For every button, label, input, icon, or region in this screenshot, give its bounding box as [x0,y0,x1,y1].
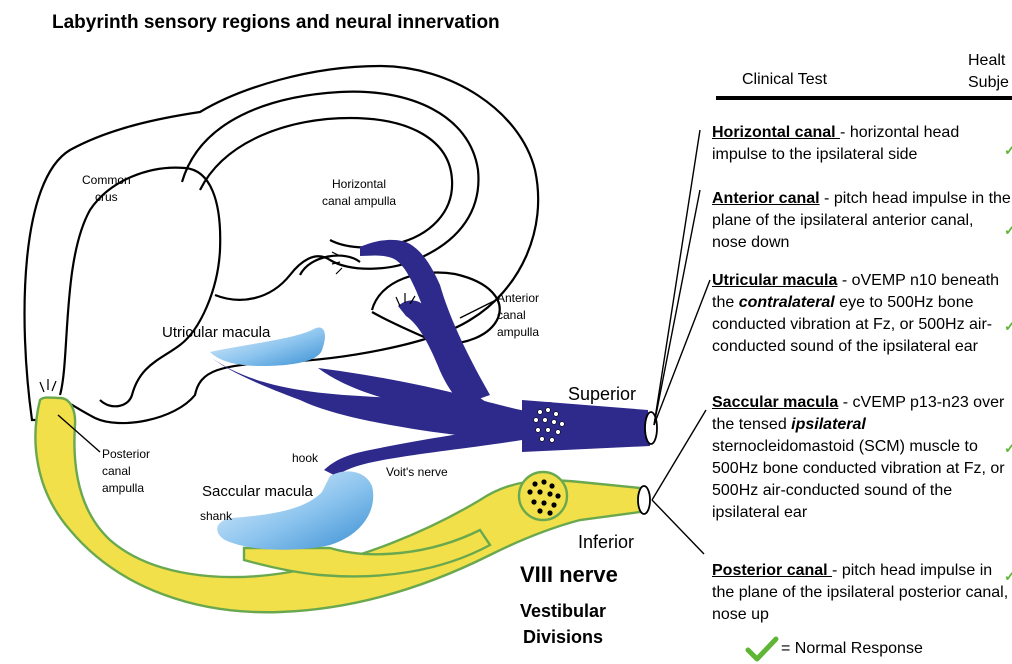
legend-text: = Normal Response [781,640,923,657]
inferior-division [34,396,651,614]
label-inferior: Inferior [578,532,635,552]
label-horizontal-ampulla: Horizontal canal ampulla [322,177,397,208]
inferior-ganglion-dots [527,479,561,516]
test-anterior-canal: Anterior canal - pitch head impulse in t… [712,190,1011,251]
test-description: pitch head impulse in the plane of the i… [712,190,1011,251]
test-name: Horizontal canal [712,124,841,141]
diagram-title: Labyrinth sensory regions and neural inn… [52,12,500,33]
test-description: horizontal head impulse to the ipsilater… [712,124,960,163]
test-utricular-macula: Utricular macula - oVEMP n10 beneath the… [712,272,999,355]
saccular-macula [217,471,374,550]
check-icon: ✓ [1004,440,1012,456]
test-name: Posterior canal [712,562,833,579]
test-horizontal-canal: Horizontal canal - horizontal head impul… [712,124,960,163]
hair-cell-tufts [39,251,416,393]
test-description: pitch head impulse in the plane of the i… [712,562,1009,623]
label-utricular-macula: Utricular macula [162,324,271,341]
test-posterior-canal: Posterior canal - pitch head impulse in … [712,562,1009,623]
column-header-clinical-test: Clinical Test [742,71,828,88]
test-name: Anterior canal [712,190,820,207]
test-name: Saccular macula [712,394,839,411]
label-vestibular-divisions: Vestibular Divisions [520,601,607,647]
column-header-healthy-subject: Healt Subje [968,52,1009,91]
leader-lines [57,129,711,555]
check-icon: ✓ [1004,142,1012,158]
check-icon: ✓ [1004,568,1012,584]
label-superior: Superior [568,384,637,404]
label-posterior-ampulla: Posterior canal ampulla [102,447,151,495]
superior-ganglion-dots [533,407,565,443]
test-saccular-macula: Saccular macula - cVEMP p13-n23 over the… [712,394,1005,521]
label-saccular-macula: Saccular macula [202,483,313,500]
label-viii-nerve: VIII nerve [520,562,618,587]
legend: = Normal Response [745,636,923,662]
label-anterior-ampulla: Anterior canal ampulla [497,291,540,339]
check-icon: ✓ [1004,222,1012,238]
label-voits-nerve: Voit's nerve [386,465,448,479]
label-common-crus: Common crus [82,173,131,204]
test-name: Utricular macula [712,272,838,289]
utricular-macula [210,327,325,366]
label-shank: shank [200,509,233,523]
check-icon [745,636,779,662]
label-hook: hook [292,451,319,465]
check-icon: ✓ [1004,318,1012,334]
